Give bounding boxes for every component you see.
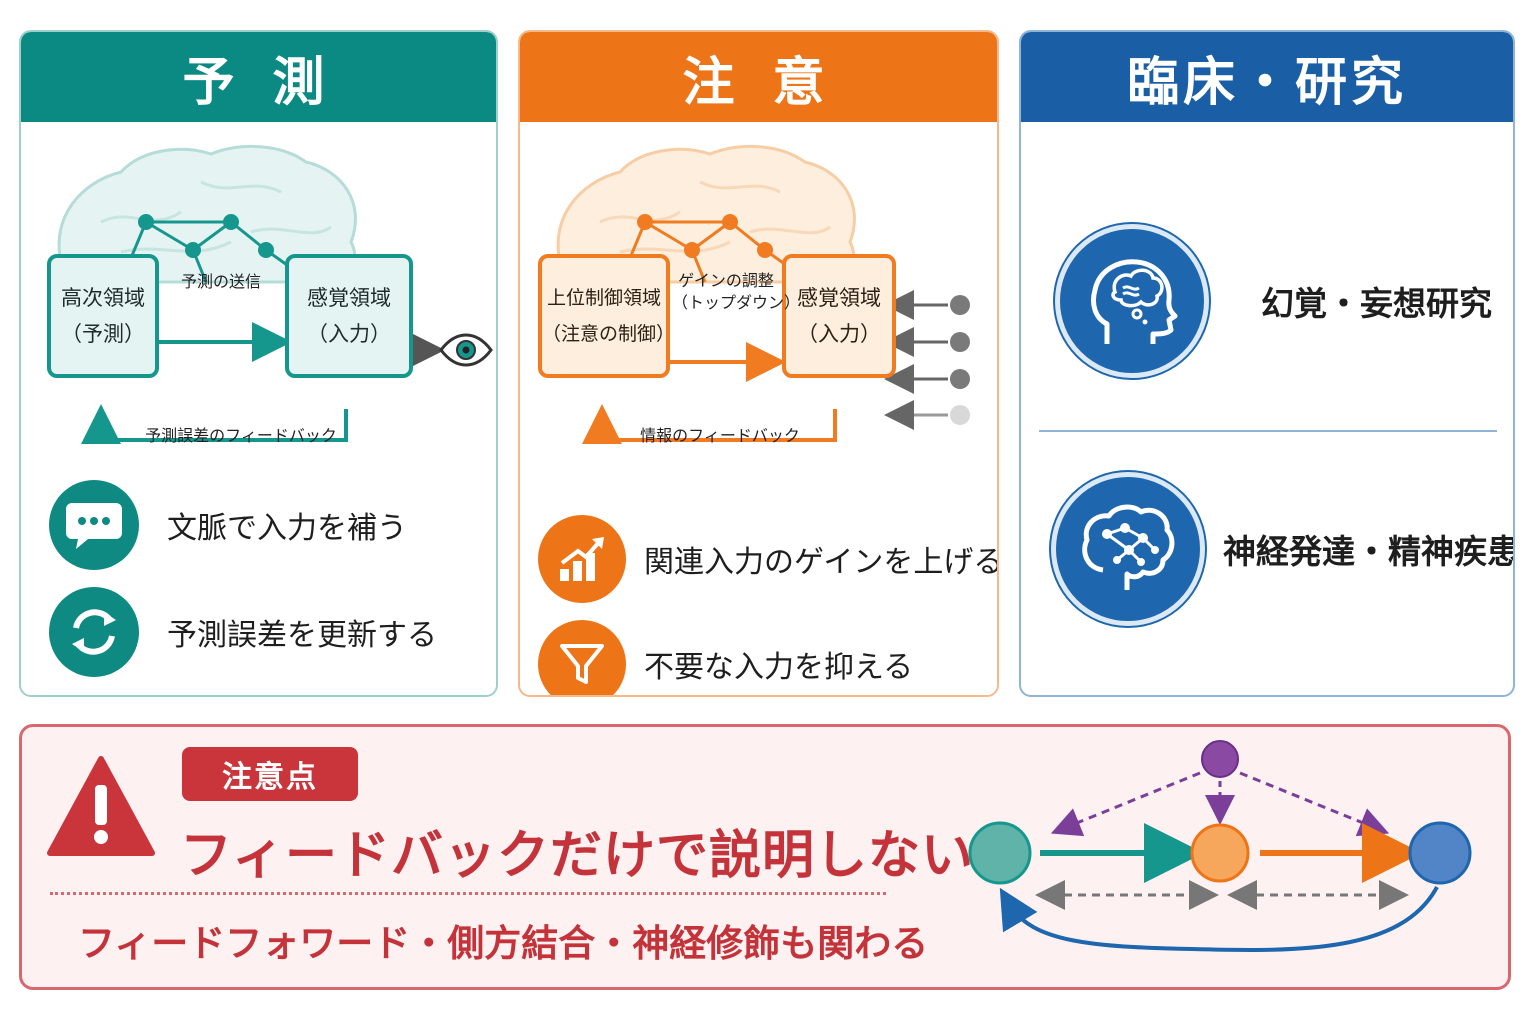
brain-network-icon (1051, 472, 1205, 626)
eye-icon (439, 333, 493, 367)
feature-gain-up-text: 関連入力のゲインを上げる (644, 545, 999, 580)
modulator-node (1201, 740, 1239, 778)
clinical-item-hallucination-text: 幻覚・妄想研究 (1261, 284, 1492, 323)
caution-badge: 注意点 (182, 747, 358, 801)
high-box-line1: 高次領域 (61, 286, 145, 310)
feature-suppress-text: 不要な入力を抑える (644, 650, 914, 685)
head-thought-icon (1055, 224, 1209, 378)
prediction-diagram (57, 145, 493, 444)
caution-title: フィードバックだけで説明しない (180, 826, 974, 886)
gain-adjust-label: ゲインの調整 （トップダウン） (672, 270, 801, 314)
feature-update-text: 予測誤差を更新する (167, 618, 437, 653)
feature-suppress: 不要な入力を抑える (538, 620, 914, 695)
high-order-area-box: 高次領域 （予測） (47, 254, 159, 378)
speech-bubble-icon (49, 480, 139, 570)
sensory-area-box: 感覚領域 （入力） (285, 254, 413, 378)
clinical-divider (1039, 430, 1497, 432)
bar-chart-up-icon (538, 515, 626, 603)
clinical-item-neurodevelopment: 神経発達・精神疾患 (1051, 472, 1515, 626)
clinical-item-neurodevelopment-text: 神経発達・精神疾患 (1223, 532, 1515, 571)
info-feedback-label: 情報のフィードバック (640, 426, 800, 445)
control-box-line2: （注意の制御） (542, 323, 676, 345)
sense-box-line2: （入力） (307, 322, 391, 346)
node-orange (1190, 823, 1250, 883)
attention-sensory-area-box: 感覚領域 （入力） (782, 254, 896, 378)
prediction-error-feedback-label: 予測誤差のフィードバック (145, 426, 337, 445)
node-blue (1408, 821, 1472, 885)
input-signals (884, 290, 970, 430)
feedback-curve (999, 886, 1439, 952)
filter-icon (538, 620, 626, 695)
caution-banner: 注意点 フィードバックだけで説明しない フィードフォワード・側方結合・神経修飾も… (19, 724, 1511, 990)
caution-divider (50, 892, 886, 895)
attention-sense-line1: 感覚領域 (797, 286, 881, 310)
feature-context-text: 文脈で入力を補う (167, 511, 407, 546)
high-box-line2: （予測） (61, 322, 145, 346)
prediction-title: 予 測 (21, 32, 496, 122)
clinical-title: 臨床・研究 (1021, 32, 1513, 122)
prediction-panel: 予 測 (19, 30, 498, 697)
refresh-icon (49, 587, 139, 677)
modulation-arrow-right (1239, 771, 1390, 837)
caution-subtitle: フィードフォワード・側方結合・神経修飾も関わる (78, 922, 929, 965)
clinical-panel: 臨床・研究 幻覚・妄想研究 神経発達・精神疾患 (1019, 30, 1515, 697)
control-box-line1: 上位制御領域 (546, 287, 661, 309)
attention-sense-line2: （入力） (797, 322, 881, 346)
feature-gain-up: 関連入力のゲインを上げる (538, 515, 999, 603)
control-area-box: 上位制御領域 （注意の制御） (538, 254, 676, 378)
brain-illustration (556, 145, 856, 284)
gain-adjust-line2: （トップダウン） (672, 293, 801, 312)
warning-triangle-icon (47, 756, 155, 856)
brain-illustration (57, 145, 357, 284)
attention-title: 注 意 (520, 32, 997, 122)
prediction-send-label: 予測の送信 (180, 272, 261, 291)
node-teal (968, 821, 1032, 885)
feature-update: 予測誤差を更新する (49, 587, 437, 677)
attention-panel: 注 意 (518, 30, 999, 697)
modulation-arrow-left (1050, 771, 1201, 837)
sense-box-line1: 感覚領域 (307, 286, 391, 310)
network-connections-diagram (968, 740, 1472, 952)
clinical-item-hallucination: 幻覚・妄想研究 (1055, 224, 1492, 378)
feature-context: 文脈で入力を補う (49, 480, 407, 570)
gain-adjust-line1: ゲインの調整 (678, 271, 774, 290)
